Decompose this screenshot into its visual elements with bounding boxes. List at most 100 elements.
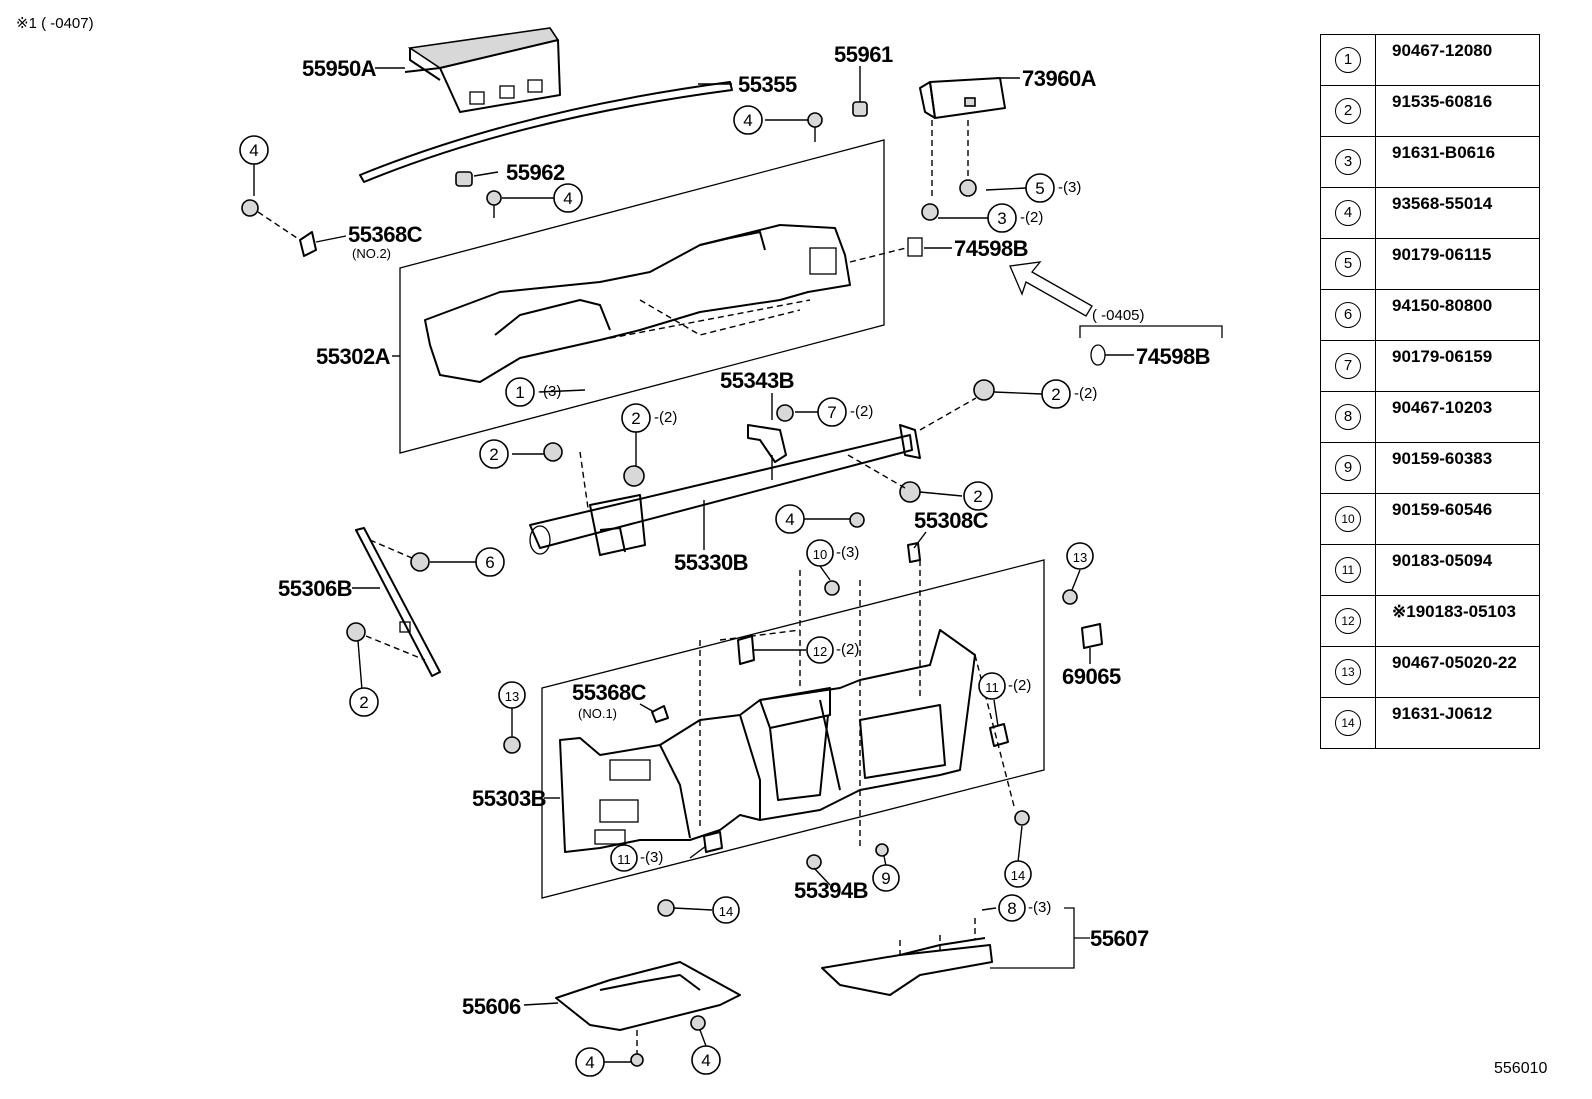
legend-part-number: 91631-J0612	[1375, 697, 1540, 749]
legend-part-number: 91631-B0616	[1375, 136, 1540, 188]
label-55302A: 55302A	[316, 344, 391, 369]
legend-part-number: 91535-60816	[1375, 85, 1540, 137]
diagram-code: 556010	[1494, 1060, 1548, 1077]
callout-13: 13	[498, 681, 526, 709]
svg-text:2: 2	[489, 445, 498, 464]
label-55308C: 55308C	[914, 508, 989, 533]
legend-index: 3	[1320, 136, 1376, 188]
legend-index: 11	[1320, 544, 1376, 596]
part-74598B-alt-drawing	[1090, 344, 1106, 366]
label-55950A: 55950A	[302, 56, 377, 81]
label-55368C-no1-sub: (NO.1)	[578, 706, 617, 721]
legend-row: 14 91631-J0612	[1320, 697, 1540, 749]
legend-row: 2 91535-60816	[1320, 85, 1540, 137]
callout-5: 5	[1025, 173, 1055, 203]
label-74598B-drawing	[907, 237, 923, 257]
callout-1: 1	[505, 377, 535, 407]
label-55343B: 55343B	[720, 368, 794, 393]
label-range-0405: ( -0405)	[1092, 307, 1145, 324]
part-55306B-drawing	[355, 527, 441, 677]
label-74598B-alt: 74598B	[1136, 344, 1210, 369]
legend-index: 6	[1320, 289, 1376, 341]
legend-index: 2	[1320, 85, 1376, 137]
legend-index-circle: 2	[1335, 98, 1361, 124]
svg-text:11: 11	[985, 680, 999, 695]
part-55607-drawing	[821, 918, 993, 996]
label-55606: 55606	[462, 994, 521, 1019]
legend-part-number: 90179-06159	[1375, 340, 1540, 392]
callout-2: 2	[349, 687, 379, 717]
legend-index-circle: 1	[1335, 47, 1361, 73]
qty-5: -(3)	[1058, 179, 1081, 196]
part-55303B-drawing	[559, 629, 976, 853]
label-55306B: 55306B	[278, 576, 352, 601]
arrow-indicator	[1009, 261, 1093, 317]
callout-14: 14	[712, 896, 740, 924]
label-55394B: 55394B	[794, 878, 868, 903]
legend-part-number: 94150-80800	[1375, 289, 1540, 341]
screw-top	[241, 112, 823, 218]
callout-12: 12	[806, 636, 834, 664]
qty-3: -(2)	[1020, 209, 1043, 226]
svg-text:2: 2	[1051, 385, 1060, 404]
qty-2b: -(2)	[654, 409, 677, 426]
legend-index: 12	[1320, 595, 1376, 647]
callout-4: 4	[733, 105, 763, 135]
callout-7: 7	[817, 397, 847, 427]
qty-11b: -(3)	[640, 849, 663, 866]
label-74598B: 74598B	[954, 236, 1028, 261]
callout-2: 2	[1041, 379, 1071, 409]
upper-panel-frame	[399, 139, 885, 454]
legend-index: 7	[1320, 340, 1376, 392]
legend-index: 5	[1320, 238, 1376, 290]
callout-4: 4	[691, 1045, 721, 1075]
clip-11-left	[703, 831, 723, 853]
label-73960A: 73960A	[1022, 66, 1097, 91]
callout-10: 10	[806, 539, 834, 567]
qty-12: -(2)	[836, 641, 859, 658]
callout-11: 11	[610, 844, 638, 872]
legend-part-number: 90159-60546	[1375, 493, 1540, 545]
callout-4: 4	[775, 504, 805, 534]
legend-index-circle: 6	[1335, 302, 1361, 328]
svg-text:14: 14	[719, 904, 733, 919]
callout-6: 6	[475, 547, 505, 577]
part-55302A-drawing	[424, 224, 851, 383]
svg-text:3: 3	[997, 209, 1006, 228]
svg-text:10: 10	[813, 547, 827, 562]
callout-11: 11	[978, 672, 1006, 700]
label-69065: 69065	[1062, 664, 1121, 689]
svg-text:14: 14	[1011, 868, 1025, 883]
clip-12	[737, 635, 755, 665]
part-73960A-drawing	[919, 77, 1006, 119]
part-number-labels: 55950A 55355 55961 73960A 55962 55368C (…	[278, 42, 1211, 1019]
part-55355-drawing	[359, 81, 733, 183]
svg-text:13: 13	[1073, 550, 1087, 565]
legend-index: 14	[1320, 697, 1376, 749]
legend-index: 8	[1320, 391, 1376, 443]
clip-11-right	[989, 723, 1009, 747]
callout-4: 4	[553, 183, 583, 213]
legend-index-circle: 13	[1335, 659, 1361, 685]
legend-index: 10	[1320, 493, 1376, 545]
callout-14: 14	[1004, 860, 1032, 888]
label-55368C-no2: 55368C	[348, 222, 423, 247]
legend-index-circle: 11	[1335, 557, 1361, 583]
legend-index: 4	[1320, 187, 1376, 239]
callout-2: 2	[479, 439, 509, 469]
label-55962: 55962	[506, 160, 565, 185]
svg-text:4: 4	[785, 510, 794, 529]
legend-index: 9	[1320, 442, 1376, 494]
legend-part-number: 90467-10203	[1375, 391, 1540, 443]
svg-text:9: 9	[881, 869, 890, 888]
legend-index-circle: 14	[1335, 710, 1361, 736]
svg-text:2: 2	[359, 693, 368, 712]
legend-index-circle: 4	[1335, 200, 1361, 226]
legend-index-circle: 7	[1335, 353, 1361, 379]
legend-part-number: 90159-60383	[1375, 442, 1540, 494]
callout-4: 4	[575, 1047, 605, 1077]
